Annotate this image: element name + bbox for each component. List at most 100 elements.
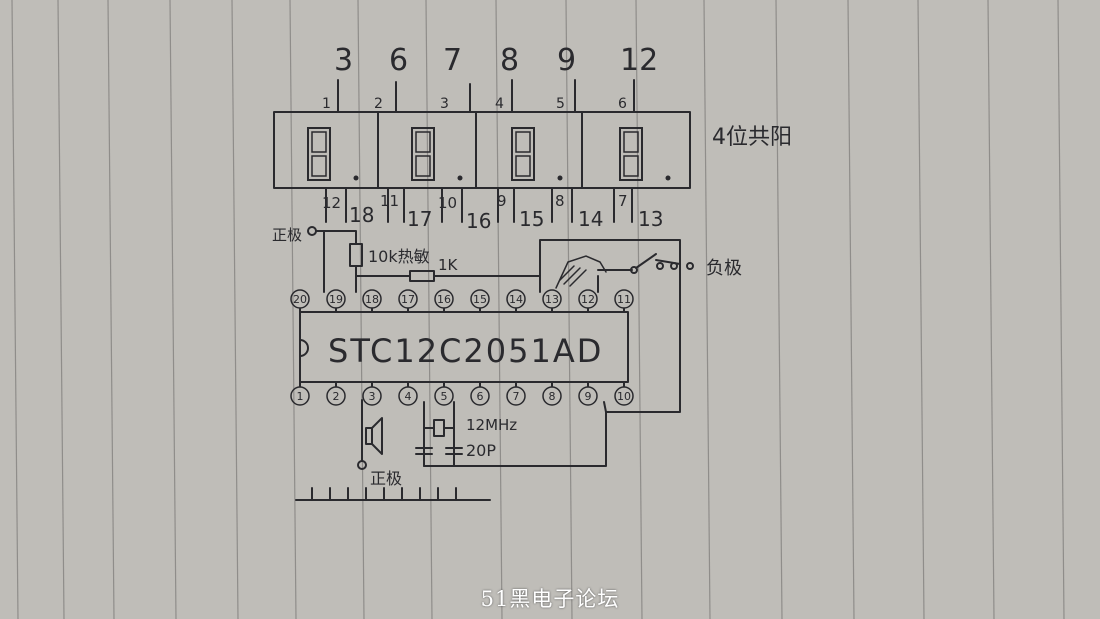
chip-pin	[326, 386, 346, 406]
display-segment-label: 6	[618, 96, 627, 112]
chip-pin-number: 4	[405, 390, 412, 403]
ruling-line	[635, 0, 643, 619]
display-bottom-label: 10	[438, 194, 457, 212]
chip-name: STC12C2051AD	[328, 332, 603, 370]
ruling-line	[231, 0, 239, 619]
decimal-point	[457, 175, 463, 181]
ruling-line	[1057, 0, 1065, 619]
ruling-line	[169, 0, 177, 619]
display-top-pin-lines	[337, 79, 635, 113]
display-bottom-label: 17	[407, 207, 432, 231]
ruling-line	[11, 0, 19, 619]
chip-pin	[506, 386, 526, 406]
decimal-point	[353, 175, 359, 181]
chip-pin-number: 7	[513, 390, 520, 403]
display-bottom-label: 13	[638, 207, 663, 231]
chip-pin	[542, 386, 562, 406]
positive-terminal-bottom-label: 正极	[370, 469, 402, 488]
watermark: 51黑电子论坛	[480, 587, 620, 611]
display-bottom-label: 15	[519, 207, 544, 231]
display-pin-number: 3	[334, 43, 353, 78]
ruling-line	[57, 0, 65, 619]
display-bottom-label: 7	[618, 192, 628, 210]
thermistor-label: 10k热敏	[368, 247, 430, 266]
display-bottom-label: 11	[380, 192, 399, 210]
notebook-ruling	[11, 0, 1065, 619]
chip-pin-number: 18	[365, 293, 379, 306]
resistor	[409, 270, 435, 282]
switch	[630, 253, 694, 274]
chip-pin-number: 9	[585, 390, 592, 403]
chip-pin-number: 12	[581, 293, 595, 306]
ruling-line	[495, 0, 503, 619]
chip-pin	[290, 289, 310, 309]
chip-pin-number: 1	[297, 390, 304, 403]
decimal-point	[665, 175, 671, 181]
chip-pin	[362, 386, 382, 406]
display-segment-label: 4	[495, 96, 504, 112]
chip-pin-number: 10	[617, 390, 631, 403]
display-bottom-label: 9	[497, 192, 507, 210]
chip-pin	[578, 289, 598, 309]
decimal-point	[557, 175, 563, 181]
ruling-line	[703, 0, 711, 619]
chip-pin-number: 6	[477, 390, 484, 403]
thermistor	[349, 243, 363, 267]
display-segment-label: 2	[374, 96, 383, 112]
ruling-line	[917, 0, 925, 619]
ruling-line	[107, 0, 115, 619]
ruling-line	[565, 0, 573, 619]
display-pin-number: 7	[443, 43, 462, 78]
display-digits	[307, 127, 671, 181]
resistor-label: 1K	[438, 256, 459, 274]
chip-pin	[434, 289, 454, 309]
chip-pin-number: 20	[293, 293, 307, 306]
chip-pin	[398, 289, 418, 309]
ruling-line	[357, 0, 365, 619]
display-type-label: 4位共阳	[712, 125, 792, 150]
crystal-label: 12MHz	[466, 416, 517, 434]
ruling-line	[847, 0, 855, 619]
digit	[411, 127, 463, 181]
display-bottom-label: 16	[466, 209, 491, 233]
chip-pin	[614, 289, 634, 309]
display-bottom-labels: 12 18 11 17 10 16 9 15 8 14 7 13	[322, 192, 663, 233]
ruling-line	[289, 0, 297, 619]
display-segment-label: 3	[440, 96, 449, 112]
chip-pin-number: 8	[549, 390, 556, 403]
chip-pin	[290, 386, 310, 406]
display-bottom-label: 14	[578, 207, 603, 231]
chip-pin	[578, 386, 598, 406]
capacitor-label: 20P	[466, 441, 496, 460]
display-bottom-label: 8	[555, 192, 565, 210]
chip-pin-number: 11	[617, 293, 631, 306]
display-segment-label: 1	[322, 96, 331, 112]
chip-pin	[614, 386, 634, 406]
chip-pin	[470, 289, 490, 309]
chip-pin	[542, 289, 562, 309]
chip-pin-number: 17	[401, 293, 415, 306]
ruling-line	[775, 0, 783, 619]
chip-pin-number: 13	[545, 293, 559, 306]
chip-pin	[434, 386, 454, 406]
chip-pin	[470, 386, 490, 406]
chip-pin	[326, 289, 346, 309]
display-pin-number: 6	[389, 43, 408, 78]
display-pin-number: 8	[500, 43, 519, 78]
negative-terminal-label: 负极	[706, 258, 742, 279]
chip-pin-number: 3	[369, 390, 376, 403]
display-top-small-labels: 1 2 3 4 5 6	[322, 96, 627, 112]
ruling-line	[425, 0, 433, 619]
display-bottom-label: 18	[349, 203, 374, 227]
ground-bar	[295, 487, 491, 501]
digit	[619, 127, 671, 181]
digit	[307, 127, 359, 181]
chip-pin	[362, 289, 382, 309]
seven-segment-display	[273, 111, 691, 189]
speaker-wiring	[357, 399, 383, 470]
display-pin-number: 12	[620, 43, 658, 78]
chip-pin	[506, 289, 526, 309]
